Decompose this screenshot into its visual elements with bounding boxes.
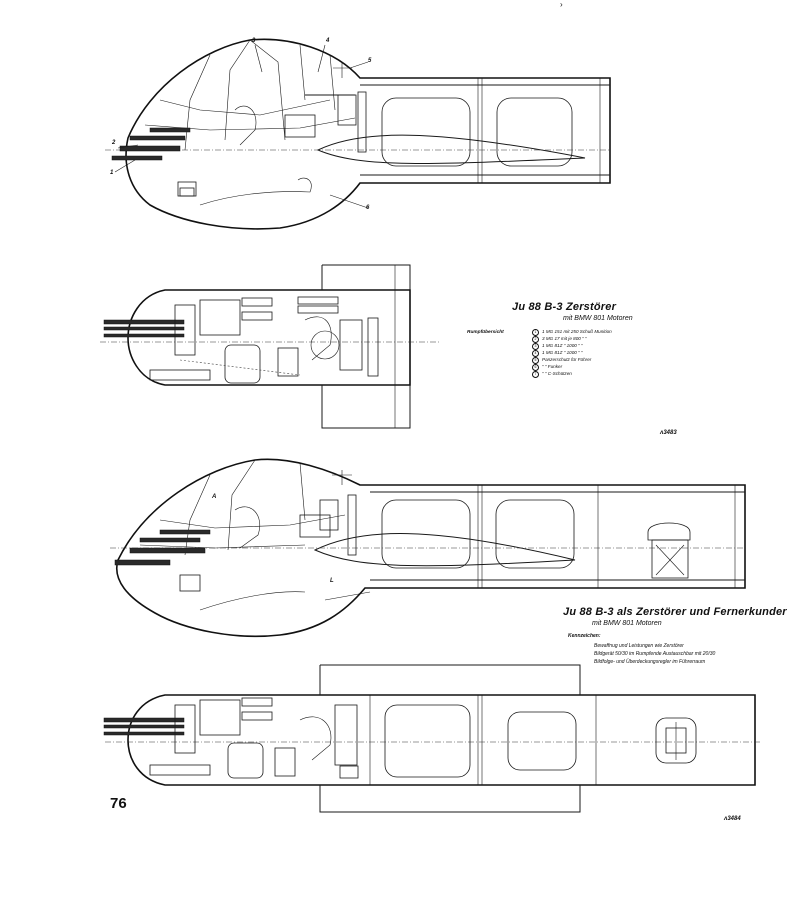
drawing2-reference: ʌ3483 <box>660 430 677 436</box>
callout-1: 1 <box>110 170 114 176</box>
legend-text: 3 MG 17 mit je 800 ″ ″ <box>542 336 587 342</box>
callout-5: 5 <box>368 58 372 64</box>
page-top-mark: › <box>560 0 563 9</box>
note-line-1: Bewaffnug und Leistungen wie Zerstörer <box>594 643 684 649</box>
callout-2: 2 <box>112 140 116 146</box>
note-line-2: Bildgerät 50/30 im Rumpfende Austauschba… <box>594 651 716 657</box>
page-number: 76 <box>110 795 127 812</box>
callout-4: 4 <box>326 38 330 44</box>
drawing-top-view-2 <box>103 664 760 813</box>
legend-number: 3 <box>532 343 539 350</box>
drawing-top-view-1 <box>100 264 440 429</box>
drawing-side-view-2 <box>110 458 746 638</box>
legend-heading: Rumpfübersicht <box>467 330 504 335</box>
drawing-side-view-1 <box>105 38 611 230</box>
drawing2-subtitle: mit BMW 801 Motoren <box>563 315 633 322</box>
legend-text: Panzerschutz für Führer <box>542 357 592 363</box>
callout-L: L <box>330 578 334 584</box>
callout-3: 3 <box>252 38 256 44</box>
callout-6: 6 <box>366 205 370 211</box>
legend-number: 7 <box>532 371 539 378</box>
drawing2-title: Ju 88 B-3 Zerstörer <box>512 301 617 313</box>
legend-number: 5 <box>532 357 539 364</box>
legend-text: 1 MG 81Z ″ 1000 ″ ″ <box>542 343 583 349</box>
legend-text: 1 MG 151 mit 250 Schuß Munition <box>542 329 612 335</box>
legend-number: 2 <box>532 336 539 343</box>
legend-number: 6 <box>532 364 539 371</box>
legend-row: 7″ ″ C-Schützen <box>532 371 615 378</box>
notes-heading: Kennzeichen: <box>568 633 601 639</box>
legend-number: 4 <box>532 350 539 357</box>
drawing4-reference: ʌ3484 <box>724 816 741 822</box>
legend-text: 1 MG 81Z ″ 1000 ″ ″ <box>542 350 583 356</box>
legend-number: 1 <box>532 329 539 336</box>
legend-row: 6″ ″ Funker <box>532 364 615 371</box>
legend-text: ″ ″ C-Schützen <box>542 371 572 377</box>
callout-A: A <box>212 494 217 500</box>
drawing3-subtitle: mit BMW 801 Motoren <box>592 620 662 627</box>
legend-text: ″ ″ Funker <box>542 364 563 370</box>
note-line-3: Bildfolge- und Überdeckungsregler im Füh… <box>594 659 706 665</box>
drawing3-title: Ju 88 B-3 als Zerstörer und Fernerkunder <box>563 606 787 618</box>
